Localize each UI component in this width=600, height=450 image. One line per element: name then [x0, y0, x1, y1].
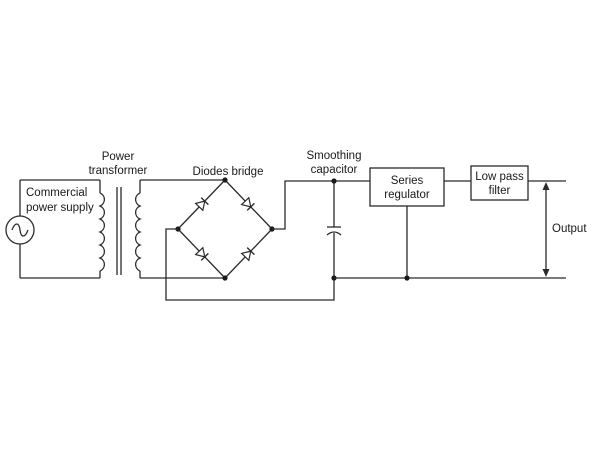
power-transformer-label: Power — [102, 151, 135, 163]
diodes-bridge — [175, 177, 275, 281]
junction-dot — [222, 177, 228, 183]
low-pass-filter-label: filter — [489, 185, 511, 197]
low-pass-filter-label: Low pass — [475, 171, 524, 183]
series-regulator-box — [369, 167, 445, 207]
ac-source — [5, 179, 100, 279]
series-regulator-label: Series — [391, 175, 424, 187]
output-arrow — [542, 182, 550, 277]
smoothing-capacitor-label: capacitor — [311, 164, 358, 176]
power-transformer-label: transformer — [89, 165, 148, 177]
smoothing-capacitor-label: Smoothing — [307, 150, 362, 162]
commercial-power-supply-label: Commercial — [26, 187, 87, 199]
junction-dot — [331, 178, 337, 184]
capacitor-plate-curved — [326, 231, 342, 236]
primary-coil — [98, 192, 106, 272]
commercial-power-supply-label: power supply — [26, 202, 94, 214]
junction-dot — [222, 275, 228, 281]
secondary-coil — [134, 192, 142, 272]
output-label: Output — [552, 223, 587, 235]
smoothing-capacitor — [326, 178, 342, 281]
power-transformer — [98, 180, 142, 278]
diodes-bridge-label: Diodes bridge — [193, 166, 264, 178]
sine-wave-icon — [11, 223, 29, 237]
low-pass-filter-box — [470, 165, 529, 201]
series-regulator-label: regulator — [384, 189, 430, 201]
junction-dot — [404, 275, 410, 281]
